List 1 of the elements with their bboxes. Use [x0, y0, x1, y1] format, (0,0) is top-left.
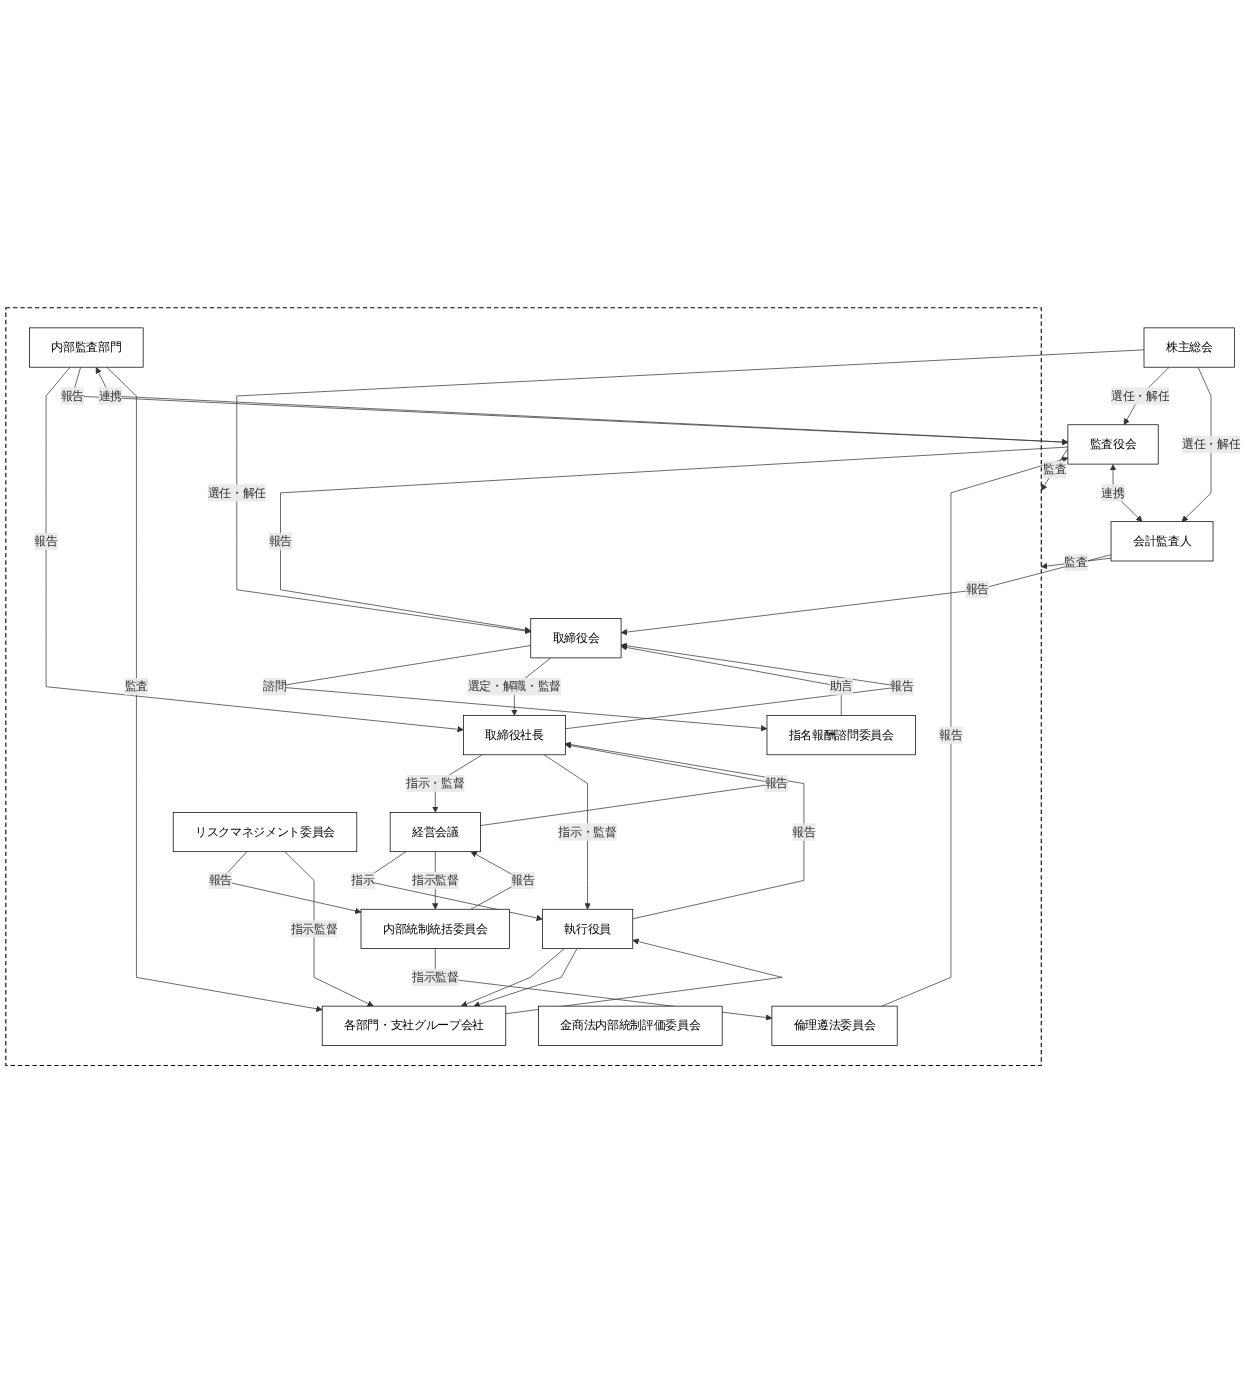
cluster [5, 307, 1042, 1067]
